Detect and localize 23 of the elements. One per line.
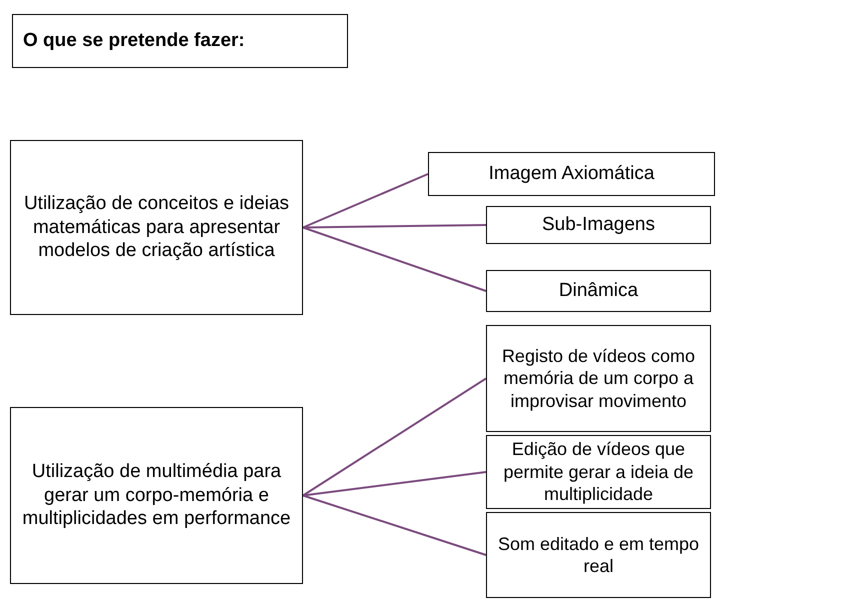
text-box: [486, 206, 711, 244]
box-text: Edição de vídeos que permite gerar a ideia de multiplicidade: [502, 438, 695, 506]
text-box: [486, 325, 711, 432]
text-box: [10, 407, 303, 584]
connector-line: [302, 226, 486, 292]
title: O que se pretende fazer:: [23, 30, 245, 52]
box-text: Registo de vídeos como memória de um corpo a improvisar movimento: [500, 344, 696, 412]
text-box: [10, 140, 303, 315]
text-box: [428, 152, 715, 196]
box-text: Utilização de multimédia para gerar um corpo-memória e multiplicidades em performance: [21, 460, 292, 532]
text-box: [486, 270, 711, 312]
connector-line: [302, 224, 486, 228]
box-text: Imagem Axiomática: [488, 162, 654, 186]
box-text: Dinâmica: [558, 279, 638, 303]
connector-line: [302, 471, 486, 496]
connector-line: [302, 173, 428, 228]
connector-line: [302, 378, 487, 496]
box-text: Som editado e em tempo real: [496, 532, 700, 578]
text-box: [486, 435, 711, 509]
text-box: [486, 512, 711, 598]
box-text: Sub-Imagens: [542, 213, 655, 237]
connector-line: [302, 494, 486, 556]
box-text: Utilização de conceitos e ideias matemáticas para apresentar modelos de criação artística: [22, 192, 290, 264]
